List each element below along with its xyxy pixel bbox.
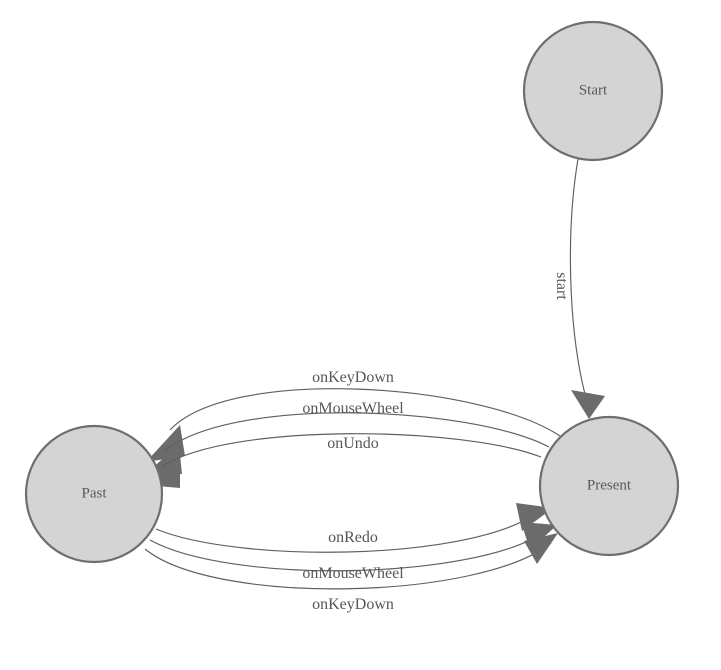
edge-label-present-to-past-onundo: onUndo [327,435,379,452]
edge-present-to-past-onmousewheel-line [165,412,550,451]
edge-past-to-present-onredo-line [155,514,535,553]
node-present-circle [538,415,680,557]
node-present-label: Present [587,477,632,493]
edge-label-past-to-present-onkeydown: onKeyDown [312,596,394,613]
edge-past-to-present-onkeydown[interactable]: onKeyDown [144,533,558,613]
edge-label-present-to-past-onmousewheel: onMouseWheel [302,400,404,417]
edge-label-past-to-present-onmousewheel: onMouseWheel [302,565,404,582]
node-start-circle [522,20,664,162]
node-start[interactable]: Start [522,20,664,162]
node-start-label: Start [579,82,608,98]
edge-past-to-present-onkeydown-line [144,542,552,590]
edge-label-start: start [553,272,570,300]
edge-past-to-present-onredo[interactable]: onRedo [155,503,553,553]
edge-label-past-to-present-onredo: onRedo [328,529,378,546]
node-present[interactable]: Present [538,415,680,557]
node-past-circle [24,424,164,564]
edge-present-to-past-onundo[interactable]: onUndo [145,433,542,488]
node-past-label: Past [81,485,107,501]
node-past[interactable]: Past [24,424,164,564]
edge-present-to-past-onkeydown-line [169,388,561,437]
edge-start-to-present-line [569,158,587,399]
edge-start-to-present[interactable]: start [553,158,605,419]
edge-present-to-past-onundo-line [162,433,542,467]
edge-past-to-present-onmousewheel-line [149,532,544,572]
edge-start-to-present-arrowhead [571,390,605,419]
edge-label-present-to-past-onkeydown: onKeyDown [312,369,394,386]
edge-past-to-present-onkeydown-arrowhead [524,533,558,564]
